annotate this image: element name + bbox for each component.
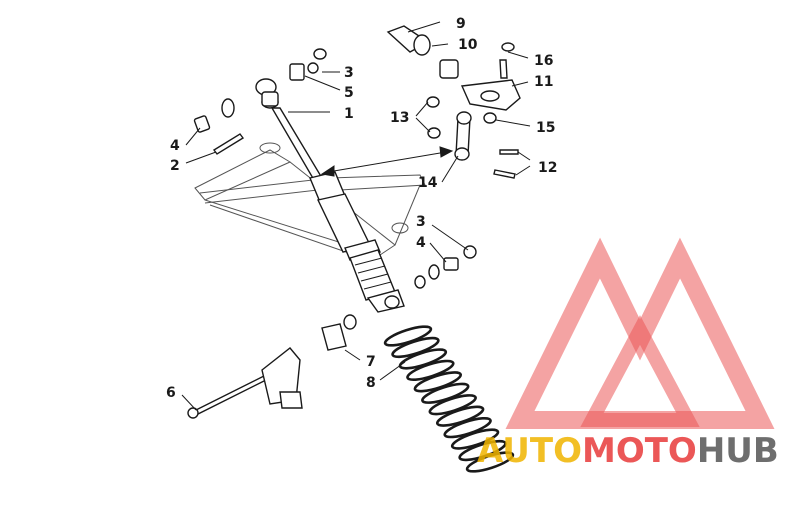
shock-absorber: [255, 78, 405, 313]
spring-coil: [406, 359, 455, 382]
callout-5: 5: [344, 85, 354, 101]
callout-6: 6: [166, 385, 176, 401]
callout-2: 2: [170, 158, 180, 174]
watermark-text: AUTOMOTOHUB: [477, 431, 779, 471]
hardware-parts: [187, 25, 521, 419]
callout-9: 9: [456, 16, 466, 32]
callout-4-top: 4: [170, 138, 180, 154]
callout-3-lower: 3: [416, 214, 426, 230]
callout-1: 1: [344, 106, 354, 122]
callout-12: 12: [538, 160, 557, 176]
spring-coil: [413, 371, 463, 393]
callout-10: 10: [458, 37, 478, 53]
callout-16: 16: [534, 53, 553, 69]
callout-8: 8: [366, 375, 376, 391]
callout-7: 7: [366, 354, 376, 370]
spring-coil: [383, 325, 433, 347]
callout-4-lower: 4: [416, 235, 426, 251]
spring-coil: [421, 382, 470, 404]
spring-coil: [465, 451, 515, 473]
spring-coil: [435, 405, 485, 427]
coil-spring: [383, 325, 515, 473]
automotohub-watermark-logo: AUTOMOTOHUB: [477, 237, 779, 471]
callout-14: 14: [418, 175, 438, 191]
spring-coil: [391, 336, 440, 359]
spring-coil: [428, 394, 477, 416]
callout-labels: 3 5 1 4 2 9 10 16 11 15 13 12 14 3 4 7 8…: [166, 16, 557, 401]
callout-11: 11: [534, 74, 553, 90]
callout-15: 15: [536, 120, 555, 136]
spring-coil: [398, 348, 448, 370]
callout-13: 13: [390, 110, 409, 126]
callout-3-top: 3: [344, 65, 354, 81]
leader-lines: [181, 21, 531, 411]
